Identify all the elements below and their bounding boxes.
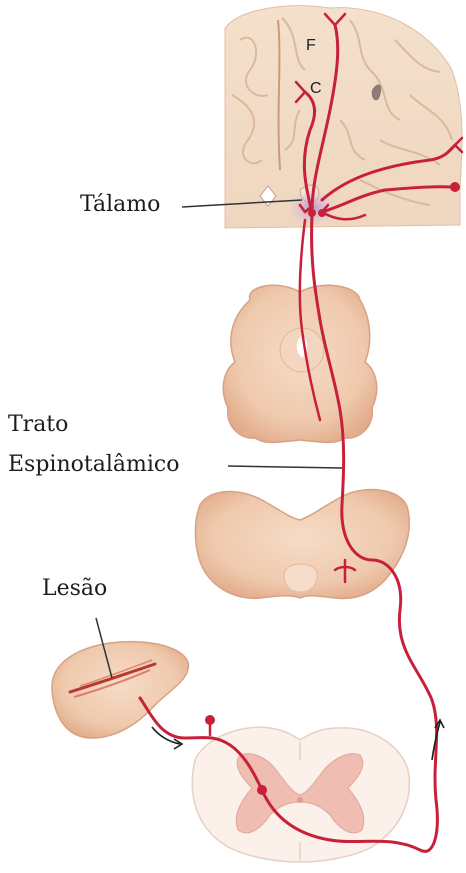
lesion-skin-section	[52, 642, 189, 738]
thalamus-label: Tálamo	[80, 192, 160, 217]
tract-label-line1: Trato	[8, 412, 68, 437]
cell-body-dot	[205, 715, 215, 725]
lesion-label: Lesão	[42, 576, 107, 601]
brain-section	[225, 6, 462, 228]
cortex-label-c: C	[310, 80, 322, 97]
medulla-section	[195, 490, 409, 599]
tract-label-line2: Espinotalâmico	[8, 452, 179, 477]
cortex-label-f: F	[306, 37, 316, 54]
tract-leader	[228, 466, 342, 468]
